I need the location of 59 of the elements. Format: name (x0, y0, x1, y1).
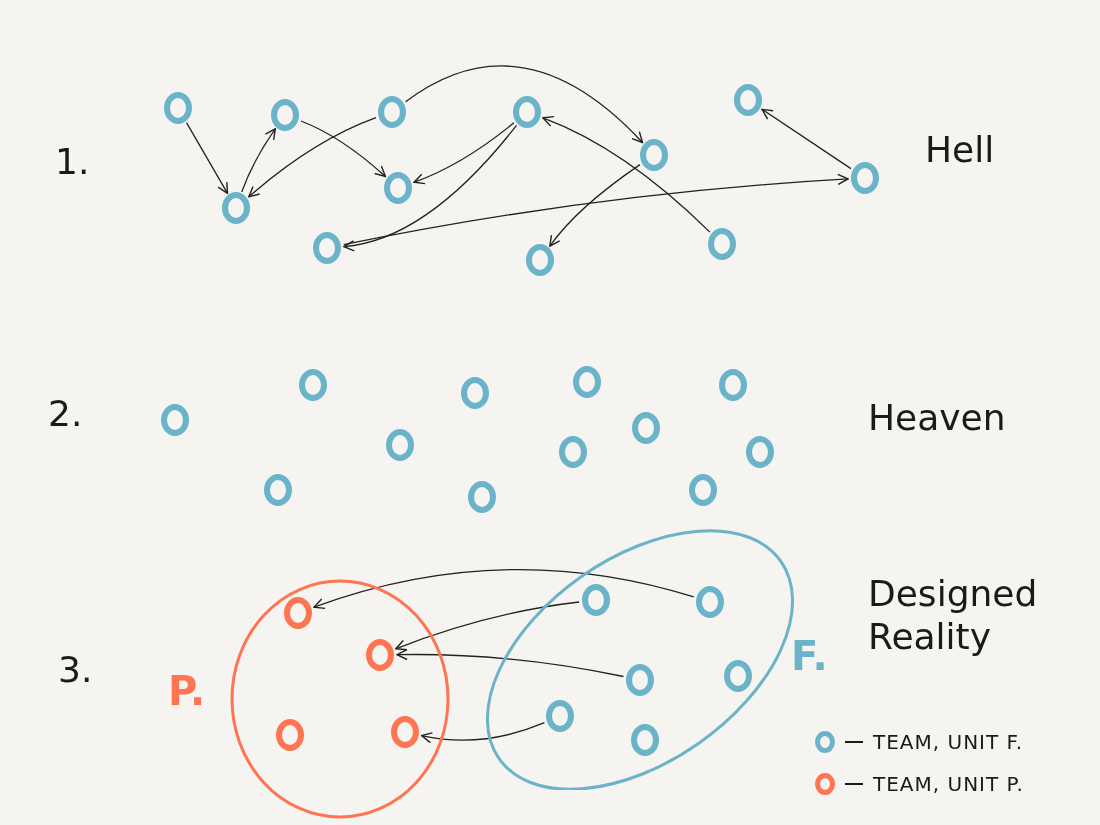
group-label: P. (168, 668, 206, 714)
team-circle (626, 664, 654, 696)
team-circle (468, 481, 496, 513)
team-circle (386, 429, 414, 461)
legend-text: TEAM, UNIT F. (873, 730, 1024, 754)
team-circle (299, 369, 327, 401)
arrow (542, 116, 711, 233)
team-circle (378, 96, 406, 128)
team-circle (271, 99, 299, 131)
team-circle (631, 724, 659, 756)
team-circle (313, 232, 341, 264)
team-circle (632, 412, 660, 444)
team-circle (164, 92, 192, 124)
arrow (549, 163, 641, 247)
arrow (343, 124, 518, 251)
section-number: 3. (58, 648, 93, 692)
arrow (395, 601, 580, 651)
team-circle (746, 436, 774, 468)
team-circle (573, 366, 601, 398)
team-circle (366, 639, 394, 671)
section-number: 1. (55, 140, 90, 184)
team-circle (734, 84, 762, 116)
arrow (313, 569, 695, 610)
team-circle (851, 162, 879, 194)
team-circle (384, 172, 412, 204)
team-circle (724, 660, 752, 692)
arrow (248, 117, 377, 198)
team-circle (161, 404, 189, 436)
team-circle (513, 96, 541, 128)
arrow (241, 128, 276, 193)
team-circle (640, 139, 668, 171)
team-circle (391, 716, 419, 748)
team-circle (689, 474, 717, 506)
team-circle (264, 474, 292, 506)
legend-text: TEAM, UNIT P. (873, 772, 1024, 796)
arrow (413, 122, 515, 185)
team-circle (276, 719, 304, 751)
arrow (185, 122, 229, 194)
team-circle (546, 700, 574, 732)
team-circle (222, 192, 250, 224)
team-circle (719, 369, 747, 401)
team-circle (708, 228, 736, 260)
section-number: 2. (48, 392, 83, 436)
team-circle (461, 377, 489, 409)
team-circle (582, 584, 610, 616)
section-title: Designed Reality (868, 572, 1038, 659)
arrow (404, 65, 644, 144)
arrow (420, 722, 546, 744)
team-circle (559, 436, 587, 468)
arrow (396, 648, 625, 678)
section-title: Hell (925, 128, 995, 172)
arrow (343, 173, 849, 246)
arrow (761, 108, 852, 170)
team-circle (526, 244, 554, 276)
section-title: Heaven (868, 396, 1006, 440)
team-circle (284, 597, 312, 629)
arrow (300, 120, 387, 178)
group-label: F. (791, 633, 828, 679)
team-circle (696, 586, 724, 618)
